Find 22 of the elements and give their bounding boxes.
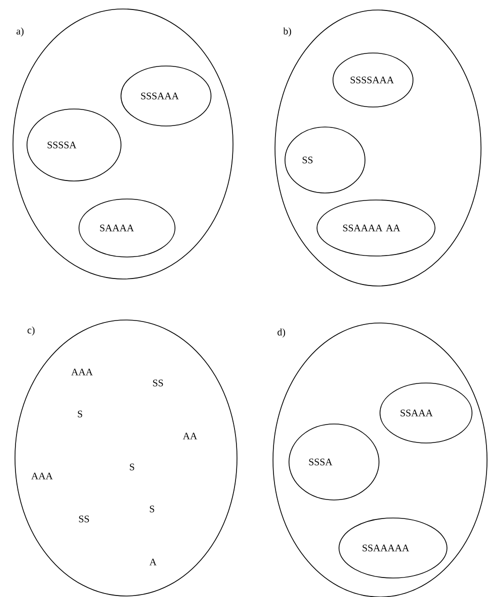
- panel-label: d): [278, 328, 286, 338]
- letter-group: AAA: [31, 472, 53, 480]
- letter-group: S: [78, 410, 82, 418]
- oval-label: SSAAAAA: [362, 544, 410, 552]
- oval-label: SS: [302, 156, 312, 164]
- oval-label: SSSAAA: [141, 92, 179, 100]
- oval-label: SSSSA: [48, 142, 76, 148]
- letter-group: A: [149, 558, 157, 566]
- panel-label: b): [283, 27, 292, 37]
- panel-label: c): [28, 326, 35, 336]
- letter-group: S: [150, 506, 154, 512]
- oval-label: SAAAA: [100, 224, 134, 232]
- oval-label: SSSSAAA: [350, 76, 394, 84]
- letter-group: S: [130, 464, 134, 470]
- oval-label: SSAAAA AA: [343, 224, 400, 232]
- panel-label: a): [16, 27, 24, 37]
- letter-group: SS: [153, 380, 163, 386]
- letter-group: SS: [79, 516, 89, 522]
- oval-label: SSSA: [309, 458, 332, 466]
- letter-group: AAA: [71, 368, 93, 376]
- letter-group: AA: [182, 432, 198, 440]
- oval-label: SSAAA: [400, 410, 433, 416]
